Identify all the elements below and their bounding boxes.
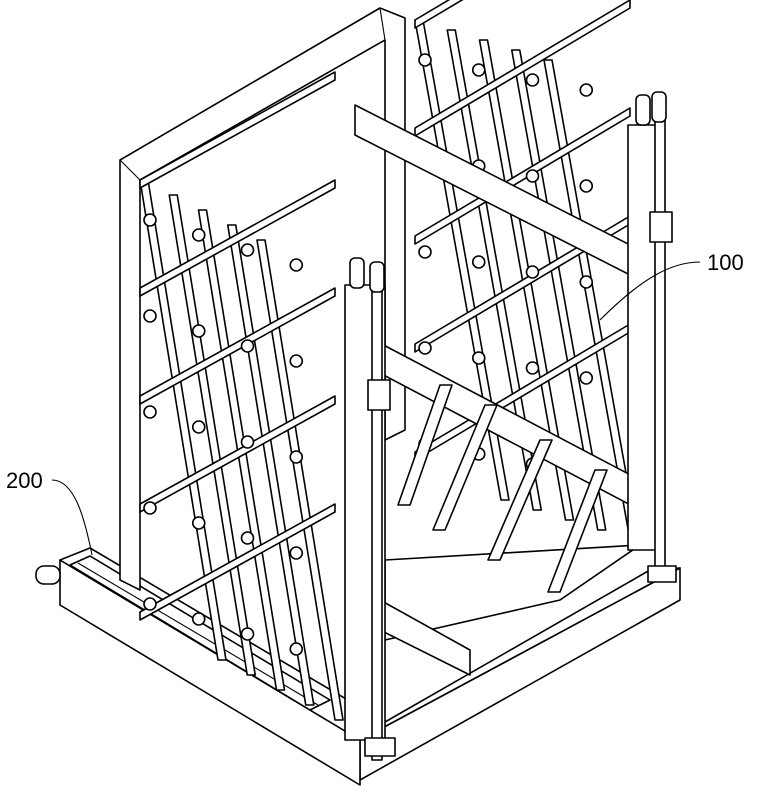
pivot-pin [242, 436, 254, 448]
lattice-bar [415, 0, 630, 136]
pivot-pin [144, 502, 156, 514]
pivot-pin [580, 276, 592, 288]
right-scissor-lattice [415, 0, 638, 540]
pivot-pin [290, 643, 302, 655]
pivot-pin [527, 266, 539, 278]
pivot-pin [473, 352, 485, 364]
pivot-pin [527, 74, 539, 86]
pivot-pin [290, 451, 302, 463]
pivot-pin [242, 532, 254, 544]
pivot-pin [473, 256, 485, 268]
pivot-pin [419, 54, 431, 66]
pivot-pin [527, 362, 539, 374]
pivot-pin [419, 342, 431, 354]
leader-line-200 [52, 480, 92, 555]
pivot-pin [290, 355, 302, 367]
pivot-pin [193, 229, 205, 241]
pivot-pin [290, 259, 302, 271]
pivot-pin [144, 406, 156, 418]
right-post [628, 92, 676, 582]
pivot-pin [193, 517, 205, 529]
lattice-bar [140, 72, 335, 188]
pivot-pin [242, 628, 254, 640]
part-label-100: 100 [707, 250, 744, 276]
pivot-pin [580, 372, 592, 384]
pivot-pin [580, 180, 592, 192]
pivot-pin [473, 64, 485, 76]
pivot-pin [144, 598, 156, 610]
pivot-pin [242, 244, 254, 256]
pivot-pin [419, 246, 431, 258]
part-label-200: 200 [6, 468, 43, 494]
pivot-pin [193, 613, 205, 625]
pivot-pin [527, 170, 539, 182]
pivot-pin [144, 214, 156, 226]
pivot-pin [193, 325, 205, 337]
pivot-pin [290, 547, 302, 559]
pivot-pin [242, 340, 254, 352]
pivot-pin [193, 421, 205, 433]
pivot-pin [580, 84, 592, 96]
pivot-pin [144, 310, 156, 322]
